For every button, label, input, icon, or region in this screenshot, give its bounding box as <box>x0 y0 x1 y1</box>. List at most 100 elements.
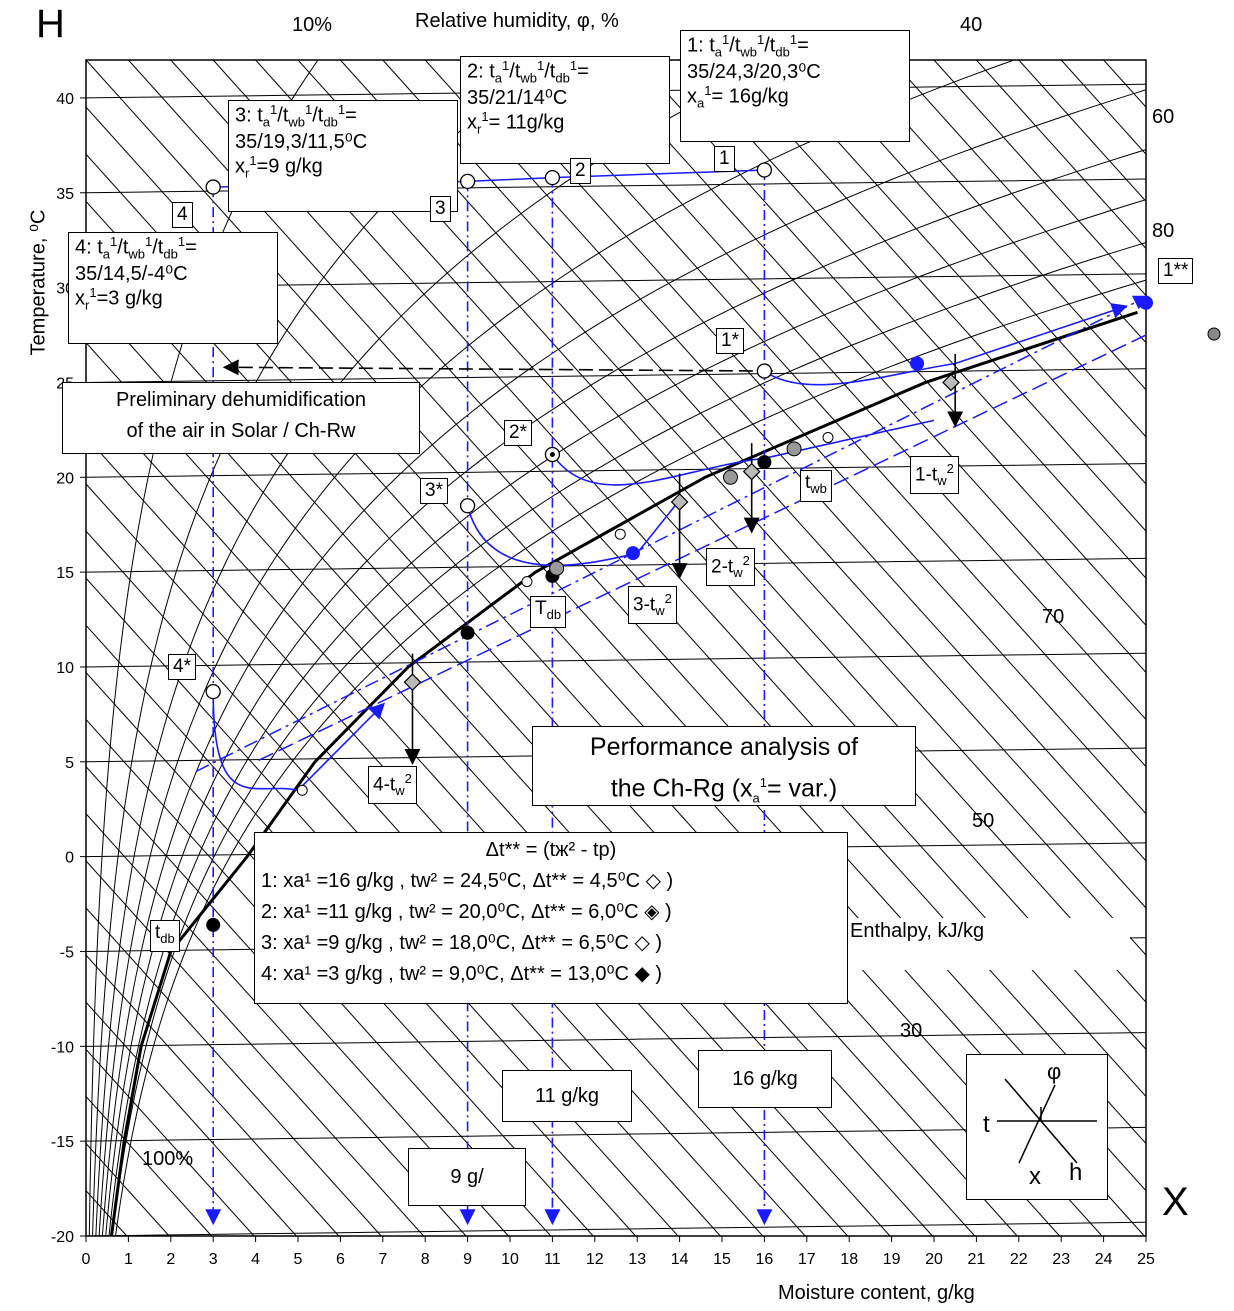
x-tick-label: 25 <box>1137 1251 1155 1268</box>
point-tag-4star: 4* <box>168 654 196 680</box>
summary-row: 1: xa¹ =16 g/kg , tw² = 24,5⁰C, Δt** = 4… <box>261 870 674 892</box>
enthalpy-line <box>86 577 679 1236</box>
enthalpy-line <box>86 530 721 1236</box>
y-tick-label: 5 <box>65 755 74 772</box>
chart-curves <box>88 60 1146 1236</box>
enthalpy-axis-title: Enthalpy, kJ/kg <box>846 918 1130 970</box>
enthalpy-line <box>86 436 806 1236</box>
process-dashed-line <box>255 334 1147 763</box>
enthalpy-line <box>1188 60 1234 1236</box>
saturation-point-marker <box>206 917 221 932</box>
box-9-gkg: 9 g/ <box>408 1148 526 1206</box>
isotherm-line <box>86 368 1146 383</box>
enthalpy-line <box>86 389 848 1236</box>
point-tag-3-tw2: 3-tw2 <box>628 586 677 625</box>
x-tick-label: 21 <box>968 1251 986 1268</box>
point-tag-twb: twb <box>800 470 832 502</box>
state-point-marker <box>544 169 561 186</box>
dehumidification-note: Preliminary dehumidification of the air … <box>62 382 420 454</box>
point-tag-3: 3 <box>430 196 451 222</box>
enthalpy-line <box>636 60 1146 627</box>
small-point-marker <box>521 576 533 588</box>
x-tick-label: 5 <box>294 1251 303 1268</box>
x-tick-label: 9 <box>463 1251 472 1268</box>
diamond-marker <box>403 673 422 691</box>
x-tick-label: 1 <box>124 1251 133 1268</box>
point-tag-2-tw2: 2-tw2 <box>706 548 755 587</box>
x-tick-label: 3 <box>209 1251 218 1268</box>
box-11-gkg: 11 g/kg <box>502 1070 632 1122</box>
point-tag-tdb: tdb <box>150 920 180 952</box>
enthalpy-line <box>86 483 764 1236</box>
rh-curve <box>92 60 551 1236</box>
small-point-marker <box>822 431 834 443</box>
dehumidification-arrow <box>222 359 773 376</box>
enthalpy-label-50: 50 <box>972 810 995 832</box>
enthalpy-line <box>679 60 1146 579</box>
enthalpy-line <box>86 624 636 1236</box>
enthalpy-line <box>170 60 1146 1145</box>
rh-curve <box>115 279 1146 1236</box>
enthalpy-line <box>86 765 509 1236</box>
point-tag-4-tw2: 4-tw2 <box>368 766 417 805</box>
enthalpy-line <box>424 60 1146 862</box>
enthalpy-line <box>594 60 1146 674</box>
point-tag-1dstar: 1** <box>1158 258 1194 284</box>
x-tick-label: 22 <box>1010 1251 1028 1268</box>
enthalpy-line <box>933 60 1146 297</box>
x-tick-label: 19 <box>883 1251 901 1268</box>
isotherm-line <box>86 557 1146 573</box>
state-point-marker <box>205 683 221 700</box>
saturation-point-marker <box>460 625 475 640</box>
y-tick-label: 0 <box>65 850 74 867</box>
legend-h: h <box>1069 1159 1083 1186</box>
legend-x: x <box>1029 1163 1041 1190</box>
x-tick-label: 15 <box>713 1251 731 1268</box>
x-tick-label: 13 <box>628 1251 646 1268</box>
rh-label-40: 40 <box>960 14 983 36</box>
isotherm-line <box>86 652 1146 668</box>
x-tick-label: 16 <box>756 1251 774 1268</box>
rh-label-80: 80 <box>1152 220 1175 242</box>
enthalpy-line <box>891 60 1146 344</box>
y-tick-label: -20 <box>51 1229 74 1246</box>
grey-point-marker <box>549 560 565 576</box>
process-curve-1 <box>763 303 1128 386</box>
direction-legend: φ t x h <box>966 1054 1108 1200</box>
grey-point-marker <box>786 441 802 457</box>
performance-note: Performance analysis of the Ch-Rg (xa1= … <box>532 726 916 806</box>
process-curve-2 <box>551 419 935 486</box>
saturation-curve <box>109 310 1138 1236</box>
box-16-gkg: 16 g/kg <box>698 1050 832 1108</box>
x-tick-label: 2 <box>166 1251 175 1268</box>
enthalpy-line <box>340 60 1146 956</box>
x-tick-label: 18 <box>840 1251 858 1268</box>
small-point-marker <box>296 784 308 796</box>
state-box-4: 4: ta1/twb1/tdb1= 35/14,5/-4⁰C xr1=3 g/k… <box>68 232 278 344</box>
state-point-marker <box>756 363 773 379</box>
x-tick-label: 20 <box>925 1251 943 1268</box>
process-curve-4 <box>212 691 386 792</box>
enthalpy-line <box>509 60 1146 768</box>
enthalpy-line <box>128 60 1146 1192</box>
rh-label-10: 10% <box>292 14 333 36</box>
saturation-point-marker <box>757 455 772 470</box>
enthalpy-line <box>382 60 1146 909</box>
isotherm-line <box>86 1221 1146 1236</box>
y-axis-title: Temperature, ⁰C <box>27 209 50 356</box>
summary-row: 2: xa¹ =11 g/kg , tw² = 20,0⁰C, Δt** = 6… <box>261 901 672 923</box>
enthalpy-line <box>255 60 1146 1051</box>
enthalpy-line <box>297 60 1146 1003</box>
point-tag-2star: 2* <box>504 420 532 446</box>
isotherm-line <box>86 1032 1146 1047</box>
enthalpy-label-30: 30 <box>900 1020 923 1042</box>
enthalpy-line <box>552 60 1146 721</box>
enthalpy-line <box>86 860 424 1236</box>
y-tick-label: -5 <box>60 944 74 961</box>
enthalpy-line <box>467 60 1146 815</box>
point-tag-Tdb: Tdb <box>530 596 567 628</box>
point-tag-4: 4 <box>172 202 193 228</box>
x-tick-label: 10 <box>501 1251 519 1268</box>
enthalpy-line <box>764 60 1146 485</box>
enthalpy-line <box>721 60 1146 532</box>
